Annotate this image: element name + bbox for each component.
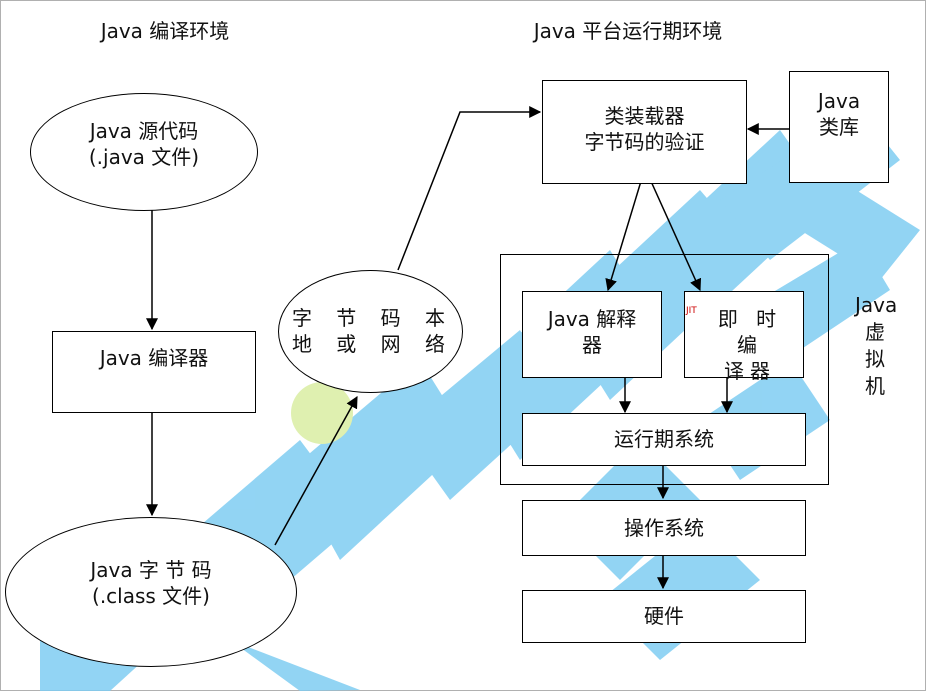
jvm-frame bbox=[500, 254, 829, 485]
jit-small-label: JIT bbox=[686, 306, 697, 316]
compile-env-title: Java 编译环境 bbox=[100, 19, 230, 43]
java-source-ellipse bbox=[30, 93, 258, 211]
bytecode-local-network-label: 字 节 码 本 地 或 网 络 bbox=[291, 306, 455, 356]
runtime-system-box bbox=[522, 413, 806, 466]
java-compiler-box bbox=[52, 331, 256, 413]
jit-compiler-label: 即 时 编 译器 bbox=[717, 307, 783, 383]
arrow-network-to-loader bbox=[397, 106, 542, 271]
java-source-label: Java 源代码 (.java 文件) bbox=[88, 119, 200, 169]
java-bytecode-ellipse bbox=[5, 517, 297, 667]
java-interpreter-box bbox=[522, 291, 662, 378]
java-compiler-label: Java 编译器 bbox=[99, 346, 209, 370]
bytecode-local-network-ellipse bbox=[278, 270, 463, 393]
runtime-system-label: 运行期系统 bbox=[614, 427, 714, 451]
os-label: 操作系统 bbox=[624, 516, 704, 540]
java-bytecode-label: Java 字 节 码 (.class 文件) bbox=[90, 558, 212, 608]
hardware-box bbox=[522, 590, 806, 643]
runtime-env-title: Java 平台运行期环境 bbox=[533, 19, 723, 43]
jvm-vertical-label: Java 虚 拟 机 bbox=[855, 293, 898, 398]
arrow-loader-to-jit bbox=[644, 167, 702, 292]
class-loader-box bbox=[542, 80, 747, 184]
class-loader-label: 类装载器 字节码的验证 bbox=[584, 104, 705, 154]
java-class-library-box bbox=[789, 71, 889, 183]
hardware-label: 硬件 bbox=[644, 604, 684, 628]
java-class-library-label: Java 类库 bbox=[817, 89, 861, 139]
os-box bbox=[522, 500, 806, 556]
arrow-bytecode-to-network bbox=[274, 395, 358, 546]
java-interpreter-label: Java 解释 器 bbox=[547, 307, 637, 357]
jit-compiler-box bbox=[684, 291, 804, 378]
arrow-loader-to-interpreter bbox=[605, 167, 646, 292]
